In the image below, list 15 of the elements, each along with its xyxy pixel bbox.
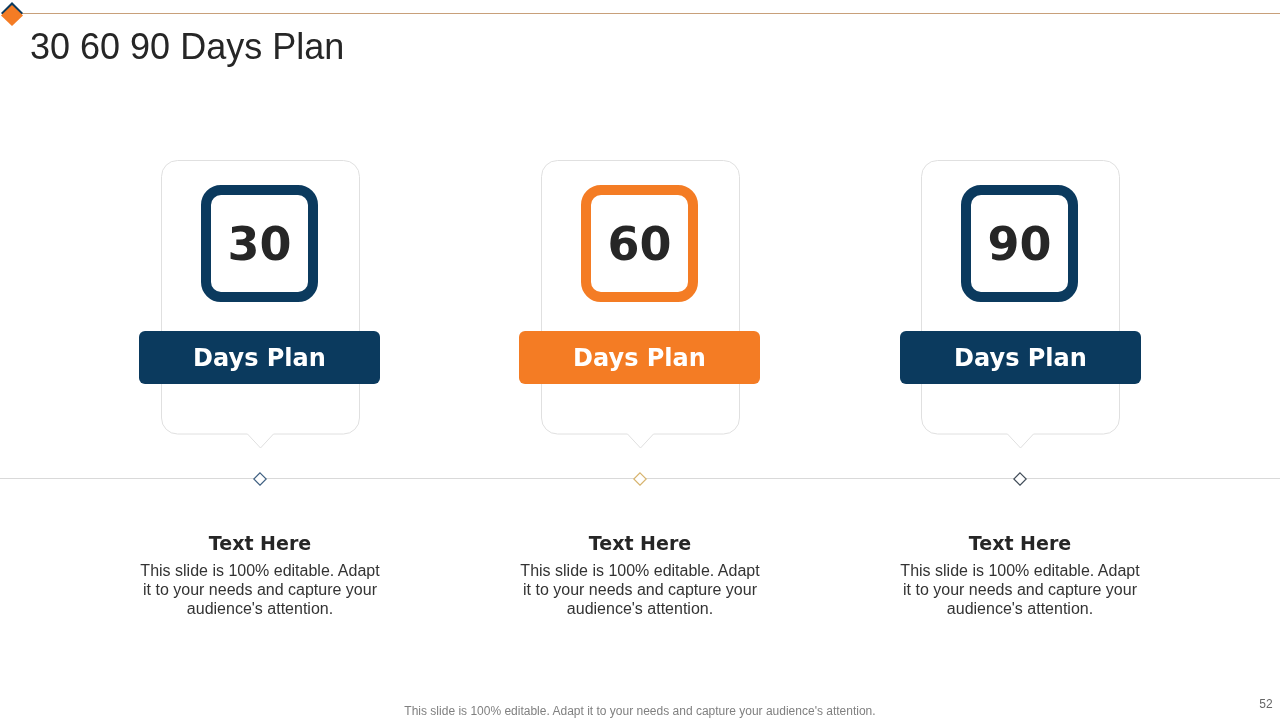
plan-banner: Days Plan: [519, 331, 760, 384]
number-tile: 30: [201, 185, 318, 302]
column-heading: Text Here: [968, 531, 1072, 555]
column-description: This slide is 100% editable. Adapt it to your needs and capture your audience's attention.: [519, 561, 761, 618]
column-heading: Text Here: [588, 531, 692, 555]
number-tile: 60: [581, 185, 698, 302]
plan-banner: Days Plan: [139, 331, 380, 384]
plan-banner: Days Plan: [900, 331, 1141, 384]
column-heading: Text Here: [208, 531, 312, 555]
slide-title: 30 60 90 Days Plan: [30, 26, 345, 68]
page-number: 52: [1259, 696, 1273, 712]
column-description: This slide is 100% editable. Adapt it to your needs and capture your audience's attention.: [899, 561, 1141, 618]
footer-note: This slide is 100% editable. Adapt it to your needs and capture your audience's attention.: [404, 703, 876, 719]
column-description: This slide is 100% editable. Adapt it to your needs and capture your audience's attention.: [139, 561, 381, 618]
number-tile: 90: [961, 185, 1078, 302]
